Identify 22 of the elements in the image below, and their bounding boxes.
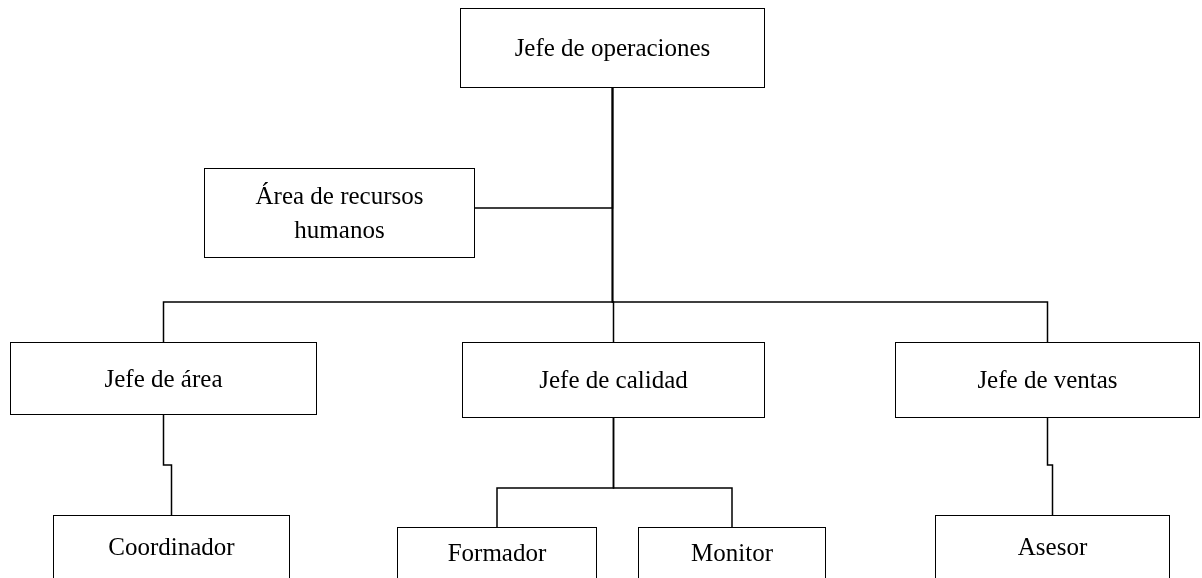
role-label: Área de recursos humanos	[254, 181, 425, 245]
org-box	[460, 8, 765, 88]
role-label: Monitor	[691, 538, 773, 569]
role-label: Jefe de área	[104, 363, 223, 394]
org-box	[10, 342, 317, 415]
role-label: Jefe de ventas	[977, 365, 1118, 396]
org-box	[204, 168, 475, 258]
role-label: Jefe de operaciones	[514, 33, 711, 64]
role-label: Asesor	[1017, 532, 1088, 563]
org-box	[935, 515, 1170, 578]
org-box	[397, 527, 597, 578]
connector-line	[1046, 417, 1054, 516]
role-label: Coordinador	[108, 532, 235, 563]
connector-line	[612, 417, 733, 528]
connector-line	[611, 87, 1049, 343]
role-label: Formador	[447, 538, 547, 569]
org-box	[638, 527, 826, 578]
role-label: Jefe de calidad	[539, 365, 688, 396]
org-box	[53, 515, 290, 578]
connector-line	[162, 414, 173, 516]
org-box	[895, 342, 1200, 418]
org-box	[462, 342, 765, 418]
